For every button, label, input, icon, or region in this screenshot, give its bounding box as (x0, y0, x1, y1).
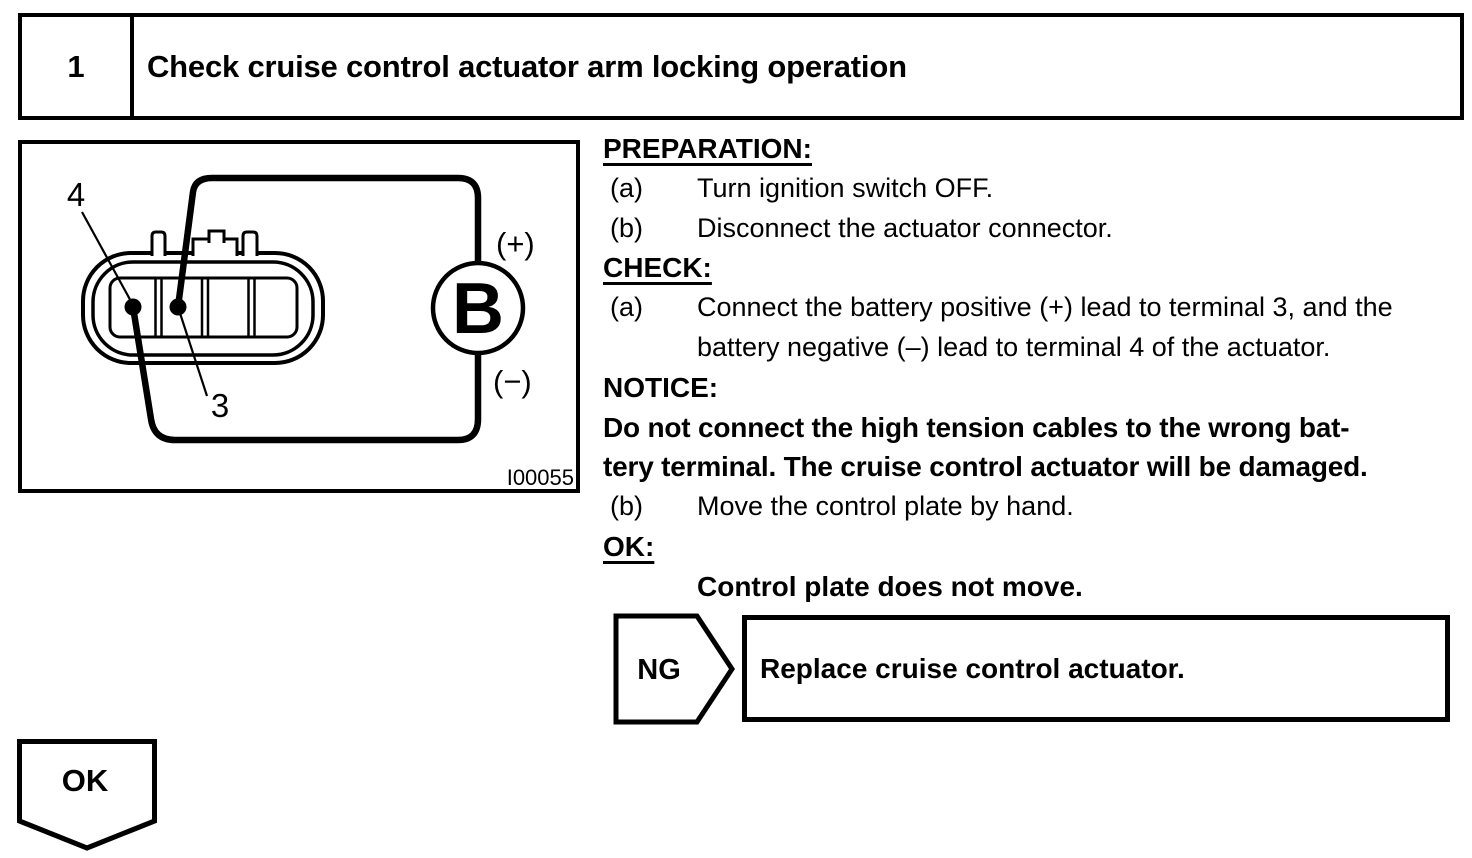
ng-arrow-shape (613, 613, 735, 725)
check-step-a-continuation: battery negative (–) lead to terminal 4 … (697, 331, 1331, 362)
step-text: Move the control plate by hand. (697, 491, 1074, 522)
step-number: 1 (22, 17, 134, 116)
ok-arrow-shape (17, 739, 157, 851)
battery-negative-label: (−) (493, 364, 532, 399)
instructions: PREPARATION: (a) Turn ignition switch OF… (603, 129, 1469, 607)
terminal-4-label: 4 (67, 176, 85, 213)
terminal-4-dot (124, 298, 142, 316)
battery-circle (430, 260, 526, 356)
step-header: 1 Check cruise control actuator arm lock… (18, 13, 1464, 120)
leader-line-terminal-3 (176, 306, 209, 397)
step-marker: (a) (610, 292, 643, 323)
check-step-a: (a) Connect the battery positive (+) lea… (603, 288, 1469, 328)
ok-arrow: OK (17, 739, 157, 851)
battery-positive-label: (+) (496, 226, 535, 261)
terminal-3-dot (169, 298, 187, 316)
connector-tab-left (150, 230, 167, 256)
preparation-step-a: (a) Turn ignition switch OFF. (603, 169, 1469, 209)
step-text: Disconnect the actuator connector. (697, 212, 1113, 243)
preparation-step-b: (b) Disconnect the actuator connector. (603, 209, 1469, 249)
ng-action-text: Replace cruise control actuator. (760, 652, 1185, 684)
leader-line-terminal-4 (81, 211, 134, 306)
actuator-connector-diagram: B (+) (−) 4 3 I00055 (18, 140, 580, 493)
wire-negative (129, 306, 482, 444)
notice-text-line-1: Do not connect the high tension cables t… (603, 411, 1350, 443)
notice-text-line-2: tery terminal. The cruise control actuat… (603, 451, 1368, 483)
step-marker: (b) (610, 212, 643, 243)
terminal-3-label: 3 (211, 387, 229, 424)
ok-label: OK (62, 763, 109, 798)
ng-label: NG (637, 654, 681, 686)
notice-heading: NOTICE: (603, 371, 719, 403)
battery-label: B (452, 269, 504, 349)
step-text: Turn ignition switch OFF. (697, 172, 994, 203)
slot-dividers (154, 279, 256, 336)
check-heading: CHECK: (603, 252, 712, 284)
step-marker: (a) (610, 172, 643, 203)
connector-tab-middle-notch (207, 229, 226, 243)
figure-id: I00055 (507, 465, 574, 490)
ng-action-box: Replace cruise control actuator. (742, 615, 1450, 722)
preparation-heading: PREPARATION: (603, 133, 812, 164)
connector-tab-right (241, 230, 259, 256)
wire-positive (174, 174, 482, 308)
step-title: Check cruise control actuator arm lockin… (147, 48, 907, 84)
step-text: Connect the battery positive (+) lead to… (697, 292, 1393, 323)
step-marker: (b) (610, 491, 643, 522)
circuit-figure: B (+) (−) 4 3 I00055 (18, 140, 580, 493)
ok-criterion: Control plate does not move. (697, 570, 1083, 602)
check-step-b: (b) Move the control plate by hand. (603, 487, 1469, 527)
ng-arrow: NG (613, 613, 735, 725)
ok-heading: OK: (603, 530, 655, 562)
